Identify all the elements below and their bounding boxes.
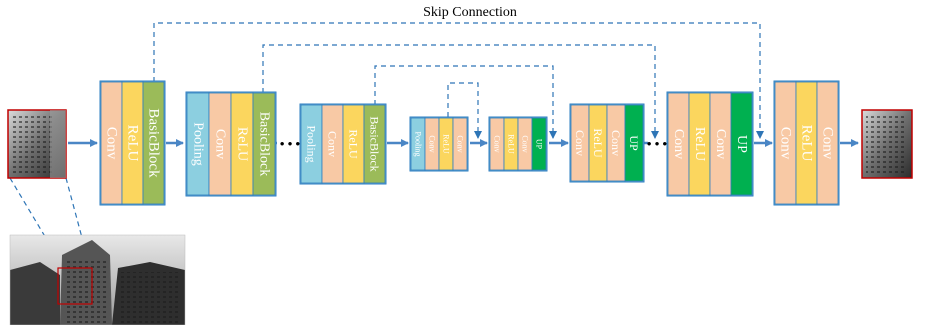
block-decoder-3: Conv ReLU Conv UP (666, 91, 754, 197)
skip-line-third (374, 65, 557, 139)
block-decoder-2-label-relu: ReLU (591, 128, 605, 158)
block-encoder-3-label-pooling: Pooling (305, 125, 319, 162)
block-decoder-1-layer-up (531, 117, 547, 171)
block-encoder-2: Pooling Conv ReLU BasicBlock (185, 91, 277, 197)
block-encoder-3-label-basic-block: BasicBlock (368, 116, 382, 171)
block-decoder-1-label-conv: Conv (521, 135, 530, 152)
ellipsis-encoder: • • • (280, 136, 301, 151)
block-decoder-2-label-conv: Conv (573, 130, 587, 156)
block-final-label-conv: Conv (778, 127, 794, 160)
block-encoder-1-label-basic-block: BasicBlock (146, 108, 162, 178)
block-final-label-relu: ReLU (799, 125, 815, 162)
block-encoder-1-label-relu: ReLU (125, 125, 141, 162)
block-encoder-3-label-relu: ReLU (347, 129, 361, 159)
block-bottleneck-layer-conv (452, 117, 468, 171)
block-encoder-2-label-basic-block: BasicBlock (257, 112, 272, 177)
block-encoder-1: Conv ReLU BasicBlock (99, 80, 166, 206)
block-decoder-3-label-up: UP (734, 135, 749, 153)
block-decoder-3-label-conv: Conv (671, 129, 686, 159)
block-decoder-2: Conv ReLU Conv UP (569, 103, 645, 183)
block-bottleneck-label-relu: ReLU (442, 134, 451, 154)
block-decoder-3-layer-up (730, 92, 753, 196)
block-decoder-3-label-relu: ReLU (692, 127, 707, 161)
block-decoder-2-layer-up (624, 104, 644, 182)
block-encoder-3-layer-basic-block (363, 104, 386, 184)
block-final-label-conv: Conv (820, 127, 836, 160)
block-encoder-2-label-pooling: Pooling (191, 122, 206, 166)
block-decoder-1-label-conv: Conv (493, 135, 502, 152)
block-encoder-3-label-conv: Conv (326, 131, 340, 157)
block-decoder-2-label-up: UP (627, 135, 641, 151)
block-bottleneck-label-pooling: Pooling (414, 132, 423, 157)
block-final: Conv ReLU Conv (773, 80, 840, 206)
block-encoder-2-label-relu: ReLU (235, 127, 250, 161)
skip-line-outer (153, 22, 764, 139)
block-decoder-2-label-conv: Conv (609, 130, 623, 156)
output-image (861, 109, 913, 179)
block-encoder-1-label-conv: Conv (104, 127, 120, 160)
block-final-layer-conv (816, 81, 839, 205)
block-bottleneck-label-conv: Conv (456, 135, 465, 152)
block-decoder-1-label-up: UP (535, 139, 544, 150)
block-bottleneck: Pooling Conv ReLU Conv (409, 116, 469, 172)
block-encoder-1-layer-basic-block (142, 81, 165, 205)
skip-line-second (262, 44, 659, 139)
skip-connection-label: Skip Connection (423, 5, 517, 20)
network-blocks: Conv ReLU BasicBlock Pooling Conv ReLU BasicBl… (99, 80, 840, 206)
block-encoder-2-layer-basic-block (252, 92, 276, 196)
ellipsis-decoder: • • • (647, 136, 668, 151)
source-photo (9, 234, 186, 326)
block-decoder-3-label-conv: Conv (713, 129, 728, 159)
block-bottleneck-label-conv: Conv (428, 135, 437, 152)
block-encoder-3: Pooling Conv ReLU BasicBlock (299, 103, 387, 185)
block-decoder-1-label-relu: ReLU (507, 134, 516, 154)
skip-line-inner (447, 82, 482, 139)
block-encoder-2-label-conv: Conv (213, 129, 228, 159)
input-image-patch (7, 109, 67, 179)
block-decoder-1: Conv ReLU Conv UP (488, 116, 548, 172)
